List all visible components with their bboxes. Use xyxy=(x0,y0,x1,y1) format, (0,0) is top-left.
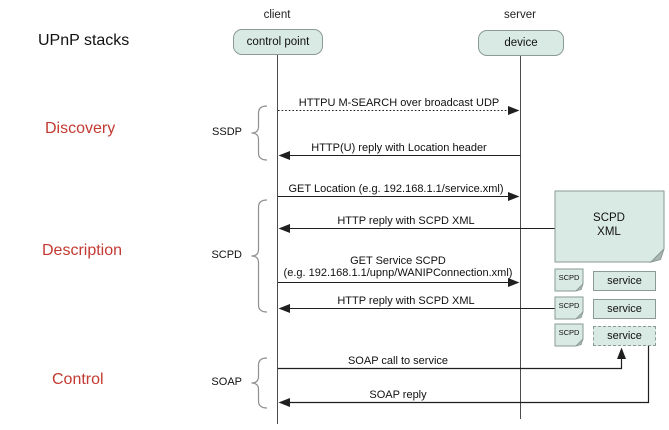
msg4-arrowhead-left xyxy=(278,224,290,233)
protocol-label-soap: SOAP xyxy=(211,376,242,388)
scpd-xml-document-fold xyxy=(649,248,665,263)
scpd-doc-icon-2-fold xyxy=(574,311,584,320)
msg2-arrowhead-left xyxy=(278,151,290,160)
section-label-discovery: Discovery xyxy=(45,120,116,137)
device-box: device xyxy=(478,30,564,56)
msg5-label-line2: (e.g. 192.168.1.1/upnp/WANIPConnection.x… xyxy=(283,267,513,279)
scpd-doc-3-text: SCPD xyxy=(558,328,580,337)
client-column-label: client xyxy=(263,9,291,21)
section-label-description: Description xyxy=(42,242,123,259)
server-column-label: server xyxy=(504,9,536,21)
control-point-box: control point xyxy=(233,29,323,55)
service-box-3: service xyxy=(593,326,656,346)
section-label-control: Control xyxy=(52,371,104,388)
scpd-doc-2-text: SCPD xyxy=(558,301,580,310)
msg5-arrowhead-right xyxy=(508,278,520,287)
scpd-doc-icon-3-fold xyxy=(574,338,584,347)
msg2-label: HTTP(U) reply with Location header xyxy=(311,142,487,154)
msg5-label-line1: GET Service SCPD xyxy=(350,255,446,267)
diagram-title: UPnP stacks xyxy=(38,32,130,49)
msg6-arrowhead-left xyxy=(278,304,290,313)
brace-soap xyxy=(251,357,268,409)
protocol-label-ssdp: SSDP xyxy=(212,126,242,138)
protocol-label-scpd: SCPD xyxy=(211,249,242,261)
msg8-soap-reply-line xyxy=(290,346,650,404)
scpd-doc-1-text: SCPD xyxy=(558,273,580,282)
service-box-1: service xyxy=(593,271,656,291)
msg4-label: HTTP reply with SCPD XML xyxy=(337,215,475,227)
msg3-label: GET Location (e.g. 192.168.1.1/service.x… xyxy=(288,183,504,195)
brace-ssdp xyxy=(251,105,268,161)
scpd-xml-line2: XML xyxy=(597,225,621,238)
msg6-label: HTTP reply with SCPD XML xyxy=(337,295,475,307)
msg1-label: HTTPU M-SEARCH over broadcast UDP xyxy=(298,97,500,109)
msg3-arrowhead-right xyxy=(508,192,520,201)
msg1-arrowhead-right xyxy=(508,106,520,115)
msg7-arrowhead-up xyxy=(617,347,626,359)
service-box-2: service xyxy=(593,299,656,319)
scpd-xml-document-text: SCPD XML xyxy=(593,212,625,239)
scpd-xml-line1: SCPD xyxy=(593,212,625,224)
msg8-arrowhead-left xyxy=(278,398,290,407)
brace-scpd xyxy=(251,199,268,313)
scpd-doc-icon-1-fold xyxy=(574,283,584,292)
msg7-soap-call-line xyxy=(278,358,623,370)
msg7-label: SOAP call to service xyxy=(347,355,449,367)
msg8-label: SOAP reply xyxy=(369,389,427,401)
